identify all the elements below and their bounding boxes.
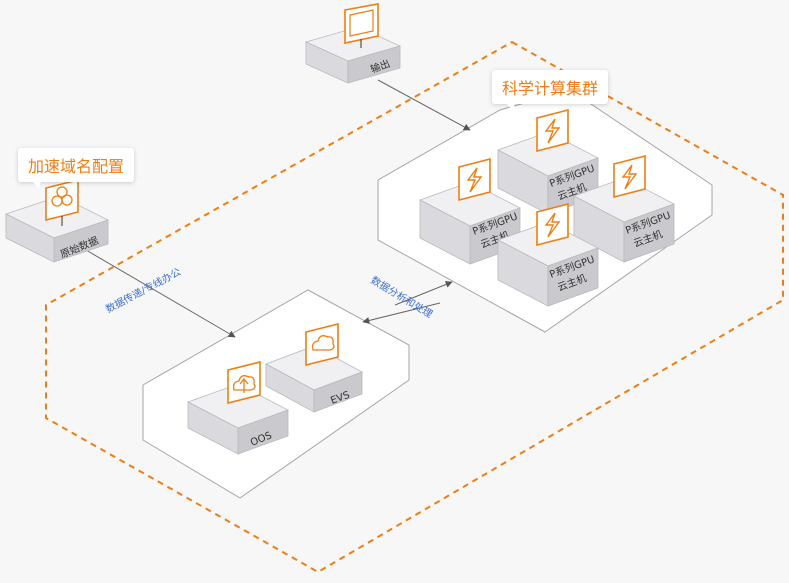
cluster-title: 科学计算集群: [502, 79, 599, 98]
cloud-boundary: [45, 40, 784, 574]
cluster-title-callout: 科学计算集群: [492, 70, 609, 111]
lightning-icon: [613, 154, 646, 199]
gpu-box-1: P系列GPU 云主机: [419, 157, 521, 265]
analysis-label: 数据分析和处理: [368, 273, 435, 320]
gpu-box-3: P系列GPU 云主机: [573, 154, 675, 263]
evs-box: EVS: [265, 322, 363, 413]
transfer-label: 数据传递/专线办公: [103, 265, 183, 316]
lightning-icon: [536, 202, 569, 247]
source-data-box: 原始数据: [4, 178, 110, 263]
cloud-icon: [305, 322, 339, 367]
arrow-output-to-cluster: [377, 79, 471, 131]
lightning-icon: [536, 108, 569, 153]
domain-config-title: 加速域名配置: [28, 157, 125, 176]
circles-icon: [45, 178, 79, 226]
cloud-upload-icon: [227, 360, 261, 405]
domain-config-callout: 加速域名配置: [18, 148, 135, 189]
arrow-storage-to-cluster: [394, 281, 453, 306]
arrow-cluster-to-storage: [362, 302, 441, 324]
monitor-icon: [344, 3, 379, 48]
gpu-box-4: P系列GPU 云主机: [497, 202, 599, 307]
storage-panel: [142, 289, 410, 499]
lightning-icon: [458, 157, 491, 202]
arrow-source-to-storage: [85, 249, 236, 338]
output-box: 输出: [304, 3, 402, 84]
